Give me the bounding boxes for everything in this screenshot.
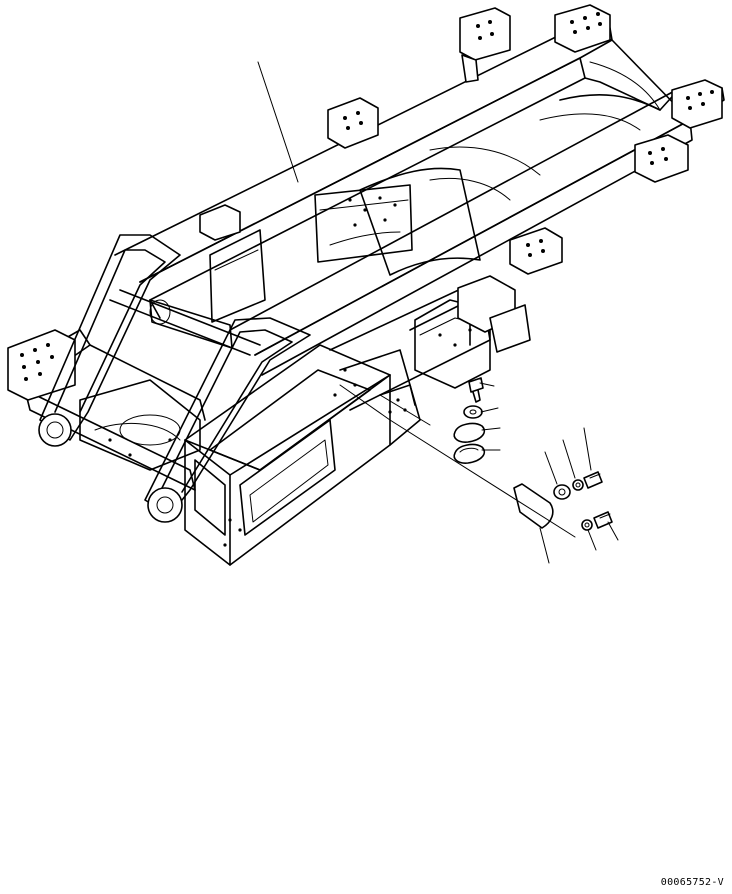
bolt-right-leader [583, 427, 592, 471]
bolt-right-part [583, 471, 603, 489]
small-washer-leader [587, 529, 597, 551]
washer-right-leader [562, 439, 576, 479]
small-washer-part [581, 519, 593, 531]
plate-part [513, 483, 554, 529]
large-washer-part [553, 484, 571, 500]
bolt-holes [20, 12, 714, 547]
drawing-id-label: 00065752-V [660, 877, 724, 888]
large-washer-leader [544, 451, 558, 485]
gasket-part [453, 443, 486, 464]
washer-part [463, 405, 483, 419]
washer-leader [480, 407, 499, 413]
cover-part [453, 422, 486, 443]
bolt-part [468, 377, 484, 403]
frame-leader [257, 61, 299, 183]
leader-lines [257, 61, 619, 564]
cover-leader [481, 427, 501, 431]
small-bolt-part [593, 511, 613, 529]
install-path-line [339, 384, 576, 538]
plate-leader [539, 527, 550, 564]
small-bolt-leader [607, 521, 619, 541]
mount-brackets [199, 4, 723, 353]
bolt-leader [479, 382, 495, 387]
